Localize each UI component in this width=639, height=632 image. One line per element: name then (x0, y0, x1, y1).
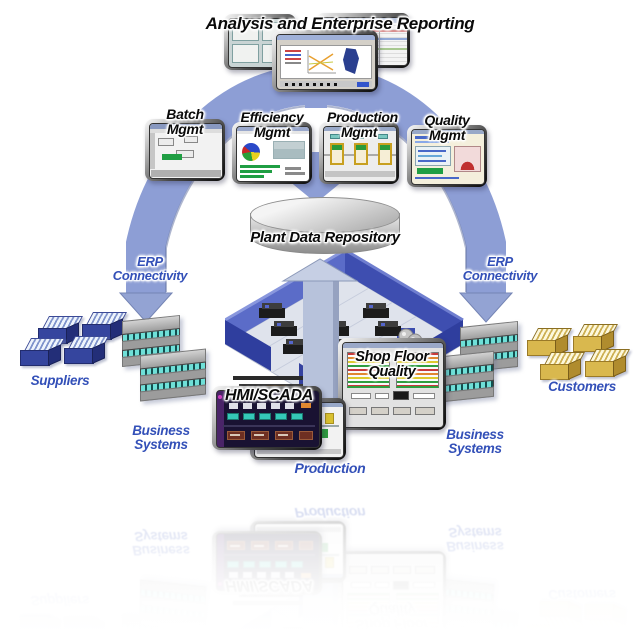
trend-chart (396, 352, 439, 388)
arrow-factory-to-repository (281, 258, 359, 399)
shop-floor-quality-monitor (338, 338, 446, 430)
customer-warehouse (527, 328, 572, 356)
bell-curve-icon (456, 156, 479, 170)
quality-green-bar (417, 168, 443, 174)
erp-arrowhead-left (118, 292, 174, 323)
repository-label: Plant Data Repository (250, 229, 400, 246)
screen-content (411, 129, 485, 185)
quality-mgmt-label: Quality Mgmt (424, 112, 470, 143)
pie-chart-icon (242, 143, 260, 161)
plant-data-repository-cylinder (250, 197, 400, 260)
customer-warehouse (540, 352, 585, 380)
erp-arrowhead-right (458, 292, 514, 323)
production-label: Production (294, 460, 366, 476)
batch-mgmt-monitor (145, 119, 225, 181)
customer-warehouse (573, 324, 618, 352)
hmi-scada-label: HMI/SCADA (225, 387, 313, 404)
erp-connectivity-right-label: ERP Connectivity (462, 254, 538, 283)
shop-floor-quality-label: Shop Floor Quality (355, 349, 429, 381)
screen-content (149, 123, 223, 179)
erp-connectivity-left-label: ERP Connectivity (112, 254, 188, 283)
suppliers-label: Suppliers (30, 373, 90, 388)
business-server-stack (140, 348, 206, 402)
supplier-warehouse (64, 336, 109, 364)
screen-content (216, 390, 320, 448)
plant-architecture-diagram: Plant Data Repository (20, 13, 630, 476)
business-systems-right-label: Business Systems (446, 427, 504, 457)
supplier-warehouse (82, 312, 127, 340)
plant-architecture-diagram: Plant Data Repository (0, 501, 639, 632)
screen-content (276, 34, 376, 90)
business-systems-left-label: Business Systems (132, 423, 190, 453)
supplier-warehouse (20, 338, 65, 366)
customers-label: Customers (548, 379, 616, 394)
hmi-front-monitor (212, 386, 322, 450)
reflection-fade (0, 478, 639, 632)
trend-chart (347, 352, 390, 388)
cylinder-top (250, 197, 400, 233)
screen-content (323, 126, 397, 182)
state-map-icon (343, 48, 359, 74)
quality-mgmt-monitor (407, 125, 487, 187)
efficiency-mgmt-label: Efficiency Mgmt (240, 109, 304, 140)
reflection: Plant Data Repository (0, 480, 639, 632)
customer-warehouse (585, 349, 630, 377)
screen-content (236, 126, 310, 182)
screen-content (342, 342, 444, 428)
production-mgmt-monitor (319, 122, 399, 184)
scatter-chart-icon (307, 50, 336, 74)
diagram-title: Analysis and Enterprise Reporting (205, 14, 475, 33)
reporting-monitor-center (272, 30, 378, 92)
progress-bar (162, 154, 182, 160)
batch-mgmt-label: Batch Mgmt (166, 106, 204, 137)
efficiency-mgmt-monitor (232, 122, 312, 184)
production-mgmt-label: Production Mgmt (327, 109, 398, 140)
